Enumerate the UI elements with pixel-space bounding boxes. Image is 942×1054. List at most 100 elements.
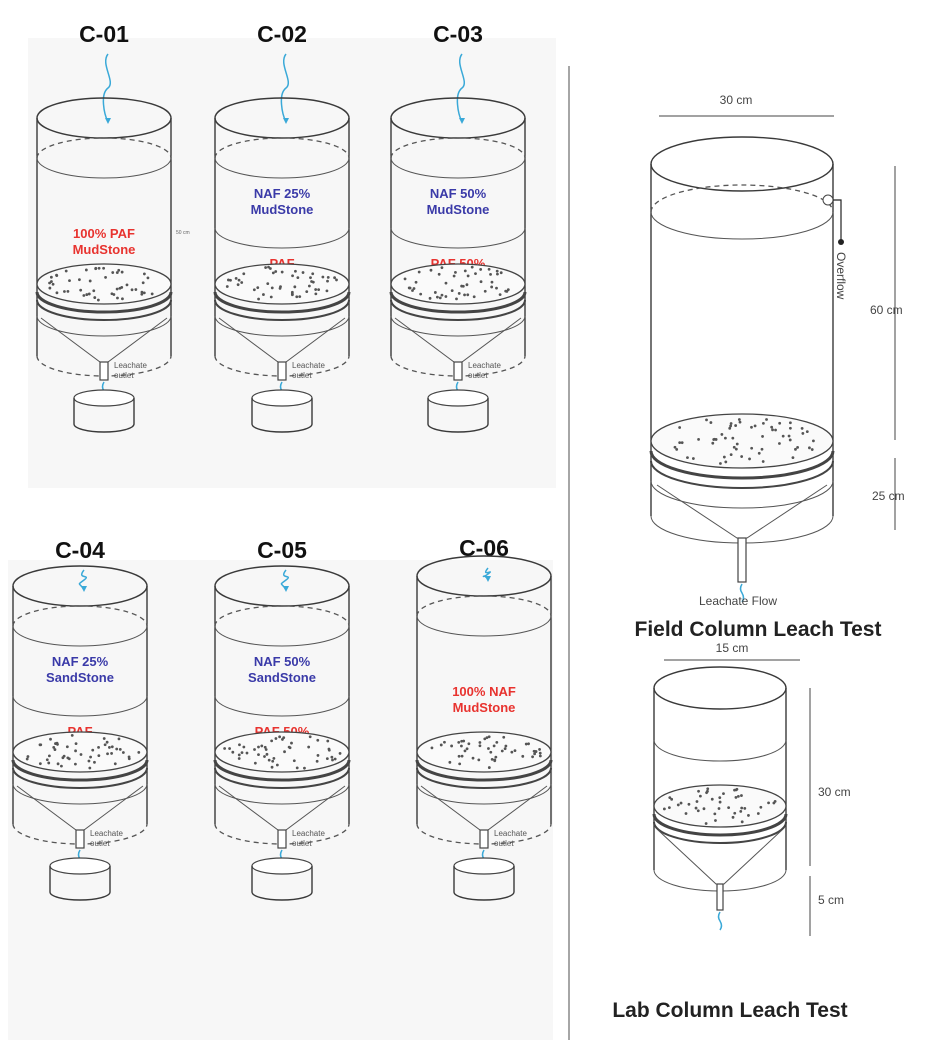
perforation-dot [316, 738, 320, 742]
perforation-dot [281, 738, 284, 741]
plate-rim [653, 821, 787, 844]
perforation-dot [140, 292, 144, 296]
perforation-dot [676, 803, 680, 807]
perforation-dot [79, 288, 83, 292]
perforation-dot [257, 753, 260, 757]
perforation-dot [727, 806, 731, 810]
perforation-dot [684, 812, 688, 815]
layer-label: NAF 25% [52, 654, 109, 669]
layer-boundary [390, 227, 526, 249]
perforation-dot [236, 283, 240, 287]
perforation-dot [704, 822, 708, 825]
collection-cup [49, 866, 111, 901]
plate-rim [214, 299, 350, 321]
perforation-dot [490, 757, 494, 761]
perforation-dot [256, 286, 260, 290]
perforation-dot [478, 741, 482, 744]
overflow-label: Overflow [834, 252, 848, 300]
perforation-dot [710, 797, 714, 801]
layer-label: MudStone [453, 700, 516, 715]
water-inflow-icon [280, 53, 289, 123]
perforation-dot [311, 272, 315, 276]
perforation-dot [105, 740, 109, 744]
perforation-dot [495, 286, 498, 290]
perforation-dot [283, 750, 286, 754]
funnel-rim [214, 315, 350, 337]
perforation-dot [55, 291, 59, 295]
perforation-dot [767, 801, 770, 805]
perforation-dot [450, 289, 454, 293]
perforation-dot [245, 751, 249, 755]
perforation-dot [419, 292, 423, 296]
outlet-label: outlet [292, 839, 312, 848]
perforation-dot [92, 289, 96, 293]
perforation-dot [444, 281, 448, 285]
perforation-dot [295, 295, 299, 299]
perforation-dot [668, 796, 672, 800]
overflow-arrow-icon [838, 239, 844, 245]
perforation-dot [808, 446, 811, 450]
perforation-dot [735, 787, 739, 791]
perforation-dot [729, 424, 733, 428]
perforation-dot [301, 271, 305, 274]
perforation-dot [718, 800, 722, 804]
perforation-dot [733, 811, 737, 815]
perforation-dot [454, 270, 457, 274]
water-level-line [36, 137, 172, 159]
outlet-label: Leachate [468, 361, 501, 370]
perforation-dot [25, 757, 29, 761]
perforation-dot [240, 751, 244, 755]
field-caption: Field Column Leach Test [635, 618, 882, 641]
outlet-label: outlet [114, 371, 134, 380]
perforation-dot [740, 820, 744, 824]
perforation-dot [111, 271, 115, 274]
water-arrow-icon [81, 586, 87, 592]
perforation-dot [500, 749, 504, 753]
water-level-line [12, 605, 148, 627]
plate-rim [36, 299, 172, 321]
collection-cup [453, 866, 515, 901]
perforation-dot [510, 750, 514, 754]
perforation-dot [761, 435, 764, 438]
leachate-drip-icon [717, 911, 723, 931]
perforation-dot [750, 425, 753, 429]
perforation-dot [460, 284, 464, 288]
perforation-dot [279, 285, 282, 289]
water-arrow-icon [105, 118, 111, 124]
perforation-dot [38, 743, 42, 747]
perforation-dot [739, 809, 743, 813]
perforation-dot [667, 806, 671, 810]
perforation-dot [414, 280, 418, 284]
perforation-dot [88, 279, 92, 283]
perforation-dot [38, 762, 42, 766]
perforation-dot [118, 286, 122, 290]
perforation-dot [452, 274, 456, 278]
perforation-dot [440, 293, 444, 297]
perforation-dot [761, 421, 765, 425]
perforation-dot [495, 740, 499, 744]
perforation-dot [325, 289, 329, 293]
perforation-dot [103, 743, 107, 747]
layer-label: SandStone [248, 670, 316, 685]
perforation-dot [408, 286, 412, 290]
funnel-rim [650, 480, 834, 509]
perforation-dot [493, 758, 497, 762]
perforation-dot [238, 743, 241, 747]
perforation-dot [117, 268, 121, 272]
layer-boundary [36, 157, 172, 179]
perforation-dot [713, 812, 717, 816]
perforation-dot [679, 801, 683, 805]
perforation-dot [65, 745, 69, 749]
perforation-dot [287, 745, 291, 749]
perforation-dot [458, 762, 462, 766]
perforation-dot [740, 806, 744, 810]
perforation-dot [711, 441, 715, 445]
perforation-dot [505, 290, 509, 293]
perforation-dot [253, 748, 256, 751]
perforation-dot [805, 430, 809, 434]
water-level-line [214, 137, 350, 159]
perforation-dot [774, 428, 777, 432]
perforation-dot [333, 276, 336, 280]
